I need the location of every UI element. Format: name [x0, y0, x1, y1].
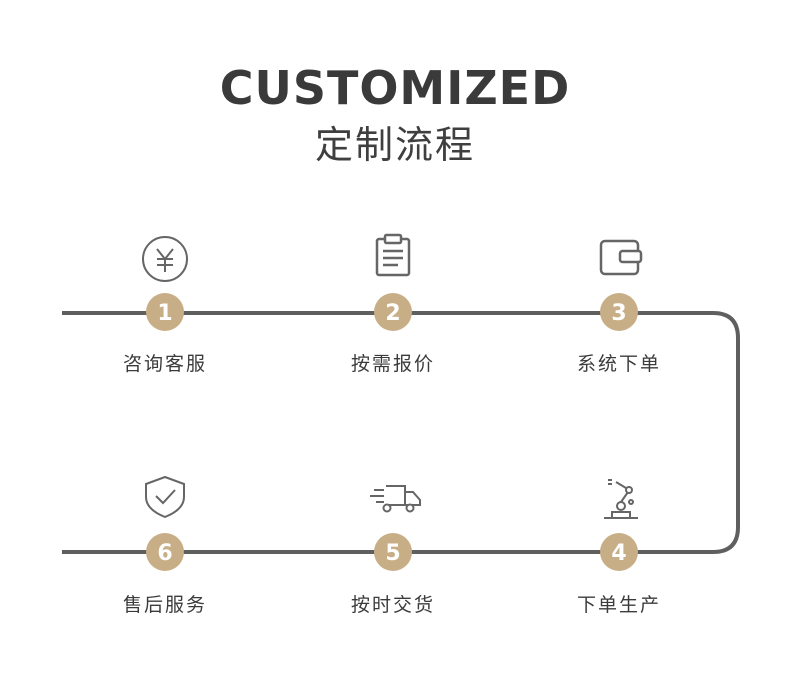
robot-arm-icon	[604, 479, 638, 519]
step-label-3: 系统下单	[576, 353, 661, 375]
step-badge-1: 1	[146, 293, 184, 331]
step-number-6: 6	[157, 541, 172, 566]
step-number-1: 1	[157, 301, 172, 326]
step-badge-5: 5	[374, 533, 412, 571]
step-label-6: 售后服务	[122, 594, 207, 616]
step-label-2: 按需报价	[350, 353, 435, 375]
step-label-1: 咨询客服	[122, 353, 207, 375]
clipboard-icon	[375, 233, 411, 277]
shield-check-icon	[145, 475, 185, 519]
delivery-truck-icon	[370, 485, 421, 513]
page-title: CUSTOMIZED	[219, 61, 571, 115]
step-badge-6: 6	[146, 533, 184, 571]
step-badge-4: 4	[600, 533, 638, 571]
step-number-5: 5	[385, 541, 400, 566]
step-badge-2: 2	[374, 293, 412, 331]
step-label-4: 下单生产	[576, 594, 661, 616]
flow-connector-line	[62, 311, 740, 554]
step-number-3: 3	[611, 301, 626, 326]
step-number-4: 4	[611, 541, 626, 566]
step-label-5: 按时交货	[350, 594, 435, 616]
step-number-2: 2	[385, 301, 400, 326]
yen-icon	[142, 236, 188, 282]
wallet-icon	[599, 239, 643, 276]
step-badge-3: 3	[600, 293, 638, 331]
page-subtitle: 定制流程	[314, 123, 475, 167]
